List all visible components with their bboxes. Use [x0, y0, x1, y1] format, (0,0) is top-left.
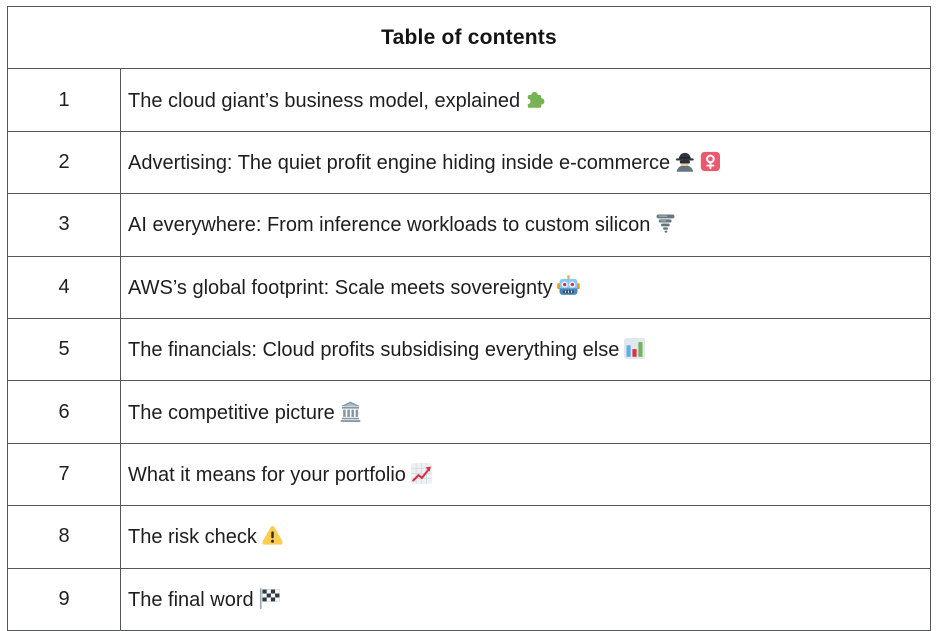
toc-row-title: What it means for your portfolio [120, 442, 931, 507]
table-of-contents: Table of contents 1 The cloud giant’s bus… [7, 5, 931, 631]
toc-row-title: The cloud giant’s business model, explai… [120, 68, 931, 132]
toc-row-number: 1 [7, 68, 121, 132]
robot-icon [556, 274, 580, 298]
classical-building-icon [339, 400, 362, 423]
toc-row-number: 2 [7, 130, 121, 195]
toc-row-number: 9 [7, 567, 121, 631]
toc-row-title: The competitive picture [120, 380, 931, 444]
toc-row-title: AI everywhere: From inference workloads … [120, 193, 931, 257]
warning-icon [261, 524, 284, 547]
toc-row-title: Advertising: The quiet profit engine hid… [120, 130, 931, 195]
toc-row: 7 What it means for your portfolio [7, 442, 931, 507]
toc-row-title-text: The financials: Cloud profits subsidisin… [128, 339, 620, 362]
toc-row-number: 5 [7, 317, 121, 382]
toc-row: 5 The financials: Cloud profits subsidisi… [7, 317, 931, 382]
toc-row-number: 3 [7, 193, 121, 257]
toc-row: 8 The risk check [7, 505, 931, 569]
toc-row: 3 AI everywhere: From inference workloads… [7, 193, 931, 257]
toc-row-title-text: The cloud giant’s business model, explai… [128, 89, 521, 112]
chequered-flag-icon [258, 587, 281, 610]
toc-row-number: 6 [7, 380, 121, 444]
toc-title: Table of contents [7, 5, 931, 70]
toc-row-title: AWS’s global footprint: Scale meets sove… [120, 255, 931, 319]
toc-row-title: The financials: Cloud profits subsidisin… [120, 317, 931, 382]
puzzle-piece-icon [524, 88, 547, 111]
toc-row-number: 7 [7, 442, 121, 507]
toc-row-title: The final word [120, 567, 931, 631]
toc-header-row: Table of contents [7, 5, 931, 70]
woman-detective-icon [674, 150, 723, 173]
toc-row: 4 AWS’s global footprint: Scale meets sov… [7, 255, 931, 319]
toc-row: 9 The final word [7, 567, 931, 631]
toc-row-title-text: The risk check [128, 526, 257, 549]
toc-row-number: 8 [7, 505, 121, 569]
toc-row-number: 4 [7, 255, 121, 319]
toc-row-title-text: AWS’s global footprint: Scale meets sove… [128, 276, 553, 299]
toc-row-title-text: The competitive picture [128, 401, 335, 424]
toc-row-title-text: AI everywhere: From inference workloads … [128, 214, 651, 237]
toc-row-title-text: The final word [128, 588, 254, 611]
toc-row-title-text: What it means for your portfolio [128, 463, 406, 486]
toc-row-title: The risk check [120, 505, 931, 569]
chart-increasing-icon [410, 462, 433, 485]
bar-chart-icon [623, 337, 646, 360]
toc-body: 1 The cloud giant’s business model, expla… [7, 68, 931, 631]
toc-row-title-text: Advertising: The quiet profit engine hid… [128, 151, 671, 174]
toc-row: 1 The cloud giant’s business model, expla… [7, 68, 931, 132]
toc-row: 6 The competitive picture [7, 380, 931, 444]
tornado-icon [654, 212, 677, 235]
toc-row: 2 Advertising: The quiet profit engine hi… [7, 130, 931, 195]
